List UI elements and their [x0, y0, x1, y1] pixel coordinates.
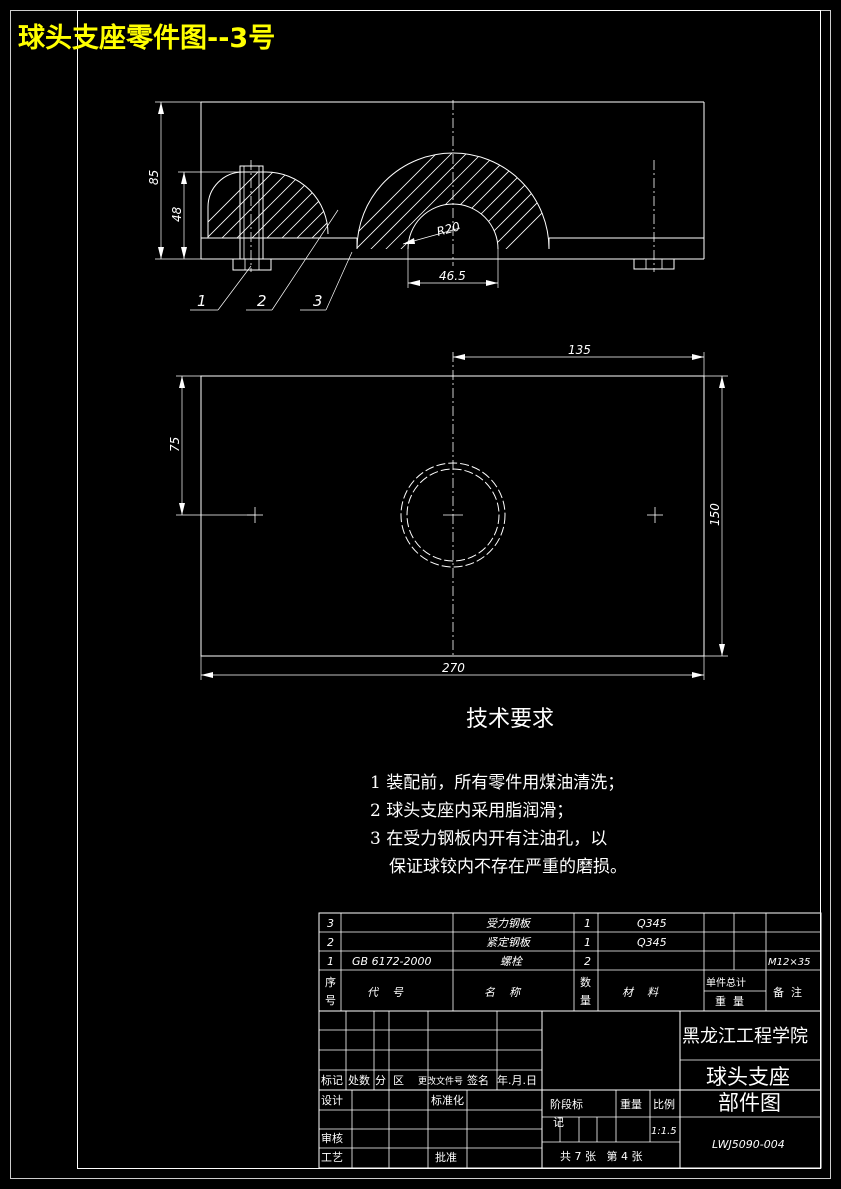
header-qty-2: 量 [580, 994, 591, 1007]
tb-stage-2: 记 [553, 1116, 564, 1129]
tech-requirements: 技术要求 1 装配前，所有零件用煤油清洗； 2 球头支座内采用脂润滑； 3 在受… [370, 707, 627, 877]
part-label-2: 2 [257, 292, 267, 310]
dim-150: 150 [708, 503, 722, 526]
dim-75: 75 [168, 437, 182, 452]
tb-design: 设计 [321, 1094, 343, 1107]
part-row-2-no: 2 [327, 936, 334, 949]
tb-drawing-name-2: 部件图 [718, 1091, 781, 1115]
outer-border [10, 10, 831, 1179]
header-no-2: 号 [325, 994, 336, 1007]
tb-weight: 重量 [620, 1097, 642, 1111]
part-row-1-qty: 2 [584, 955, 591, 968]
inner-frame [77, 10, 821, 1169]
part-label-3: 3 [313, 292, 323, 310]
header-remark: 备 注 [773, 985, 802, 999]
header-weight-bottom: 重 量 [715, 994, 744, 1008]
part-row-1-code: GB 6172-2000 [352, 955, 432, 968]
tb-standard: 标准化 [431, 1093, 464, 1107]
dim-85: 85 [147, 170, 161, 185]
tb-approve: 批准 [435, 1150, 457, 1164]
part-row-3-qty: 1 [584, 917, 591, 930]
dim-48: 48 [170, 206, 184, 222]
dim-270: 270 [442, 661, 465, 675]
tech-requirements-heading: 技术要求 [466, 707, 554, 732]
header-qty-1: 数 [580, 976, 591, 989]
part-row-3-material: Q345 [637, 917, 667, 930]
part-row-1-remark: M12×35 [768, 957, 810, 968]
header-no-1: 序 [325, 975, 336, 989]
part-label-1: 1 [197, 292, 207, 310]
tb-mark: 标记 [321, 1073, 343, 1087]
tb-scale: 比例 [653, 1097, 675, 1111]
tech-requirement-1: 1 装配前，所有零件用煤油清洗； [370, 773, 624, 793]
part-row-1-no: 1 [327, 955, 334, 968]
front-view-labels: 85 48 R20 46.5 1 2 3 [147, 170, 466, 310]
tb-stage-1: 阶段标 [550, 1097, 583, 1111]
dim-r20: R20 [435, 219, 462, 239]
top-view-labels: 135 75 150 270 [168, 343, 722, 675]
title-block: 标记 处数 分 区 更改文件号 签名 年.月.日 设计 标准化 审核 工艺 批准… [318, 1010, 822, 1169]
tech-requirement-2: 2 球头支座内采用脂润滑； [370, 801, 573, 821]
front-view [155, 100, 705, 311]
parts-list: 3 受力钢板 1 Q345 2 紧定钢板 1 Q345 1 GB 6172-20… [318, 912, 822, 1012]
tb-school: 黑龙江工程学院 [682, 1026, 808, 1047]
part-row-2-material: Q345 [637, 936, 667, 949]
header-weight-top: 单件总计 [706, 976, 746, 989]
tech-requirement-3: 3 在受力钢板内开有注油孔，以 [370, 829, 607, 849]
tb-sign: 签名 [467, 1073, 489, 1087]
tb-review: 审核 [321, 1131, 343, 1145]
part-row-3-name: 受力钢板 [486, 917, 532, 930]
header-material: 材 料 [622, 986, 659, 999]
part-row-1-name: 螺栓 [500, 955, 524, 968]
part-row-2-name: 紧定钢板 [486, 936, 532, 949]
tb-sheets: 共 7 张 第 4 张 [560, 1149, 642, 1163]
part-row-2-qty: 1 [584, 936, 591, 949]
tb-date: 年.月.日 [497, 1073, 537, 1087]
tech-requirement-4: 保证球铰内不存在严重的磨损。 [389, 857, 627, 877]
tb-drawing-no: LWJ5090-004 [712, 1138, 785, 1151]
tb-process: 工艺 [321, 1151, 343, 1164]
tb-count: 处数 [348, 1074, 370, 1087]
header-name: 名 称 [484, 986, 522, 999]
header-code: 代 号 [367, 986, 404, 999]
part-row-3-no: 3 [327, 917, 334, 930]
top-view [176, 352, 728, 680]
dim-46-5: 46.5 [439, 269, 466, 283]
dim-135: 135 [568, 343, 591, 357]
tb-change-doc: 更改文件号 [418, 1075, 463, 1087]
drawing-title: 球头支座零件图--3号 [18, 22, 275, 54]
tb-zone: 分 区 [375, 1074, 404, 1087]
tb-scale-value: 1:1.5 [651, 1126, 677, 1137]
tb-drawing-name-1: 球头支座 [706, 1065, 790, 1089]
